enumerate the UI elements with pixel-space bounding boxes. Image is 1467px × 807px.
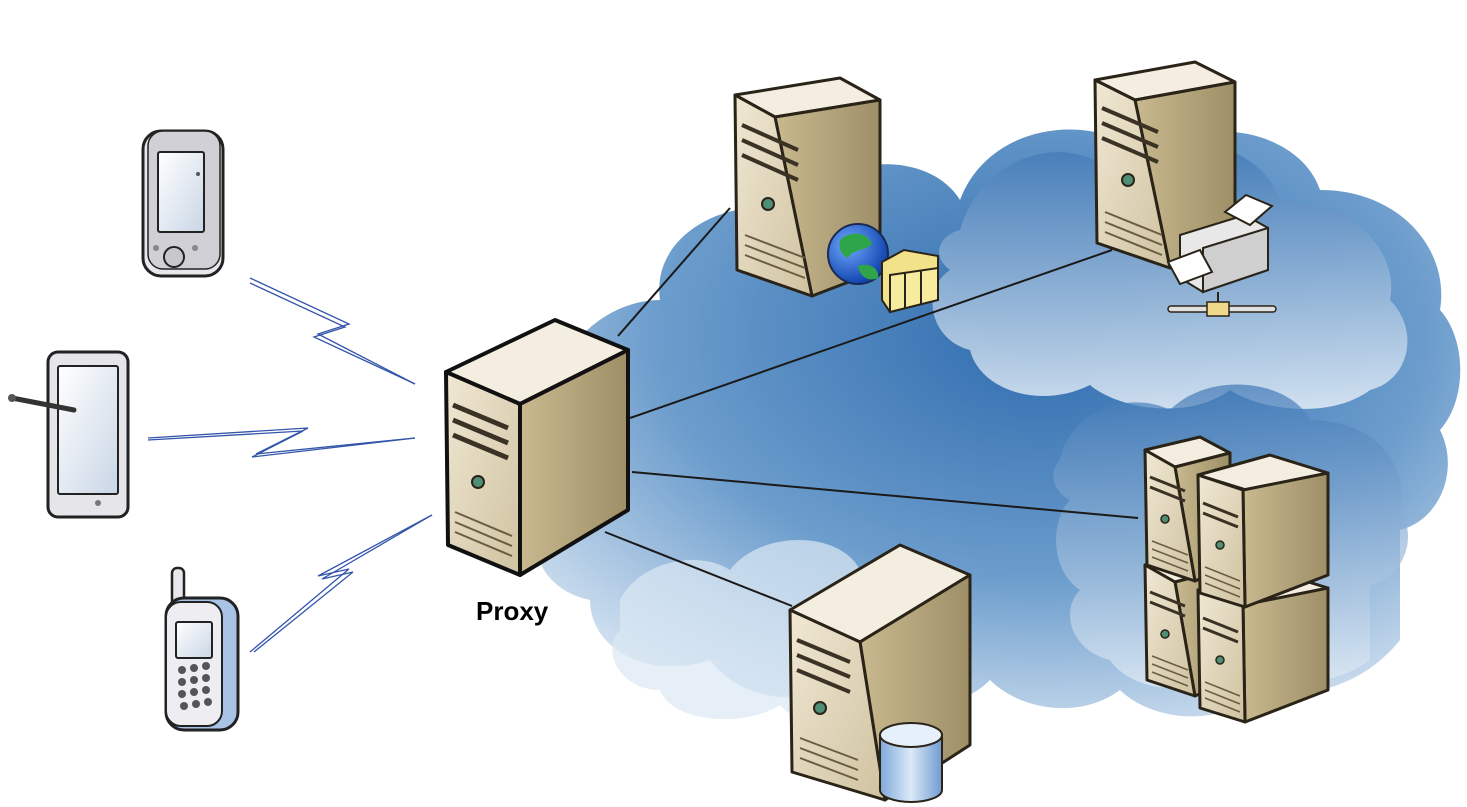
network-connector-icon bbox=[1167, 292, 1277, 317]
link-pda-proxy bbox=[249, 277, 416, 385]
link-cell-phone-proxy bbox=[249, 514, 433, 653]
database-server-icon[interactable] bbox=[788, 543, 972, 803]
link-tablet-proxy bbox=[147, 427, 416, 458]
proxy-label: Proxy bbox=[476, 596, 549, 626]
link-proxy-web-server bbox=[617, 207, 731, 337]
web-server-icon[interactable] bbox=[733, 76, 939, 314]
link-proxy-print-server bbox=[629, 249, 1113, 419]
wireless-links bbox=[147, 277, 433, 653]
proxy-server-icon[interactable] bbox=[444, 318, 630, 577]
server-cluster-icon[interactable] bbox=[1143, 435, 1330, 724]
stylus-icon bbox=[8, 394, 77, 413]
link-proxy-server-cluster bbox=[631, 471, 1139, 519]
folder-icon bbox=[881, 248, 939, 314]
pda-icon[interactable] bbox=[141, 129, 225, 278]
link-proxy-database-server bbox=[604, 531, 793, 607]
cell-phone-icon[interactable] bbox=[164, 566, 240, 732]
tablet-icon[interactable] bbox=[8, 350, 130, 519]
printer-icon bbox=[1166, 193, 1274, 294]
cluster-server-top-right bbox=[1196, 453, 1330, 609]
globe-icon bbox=[827, 223, 889, 285]
database-cylinder-icon bbox=[879, 722, 943, 803]
print-server-icon[interactable] bbox=[1093, 60, 1277, 317]
wired-links bbox=[604, 207, 1139, 607]
